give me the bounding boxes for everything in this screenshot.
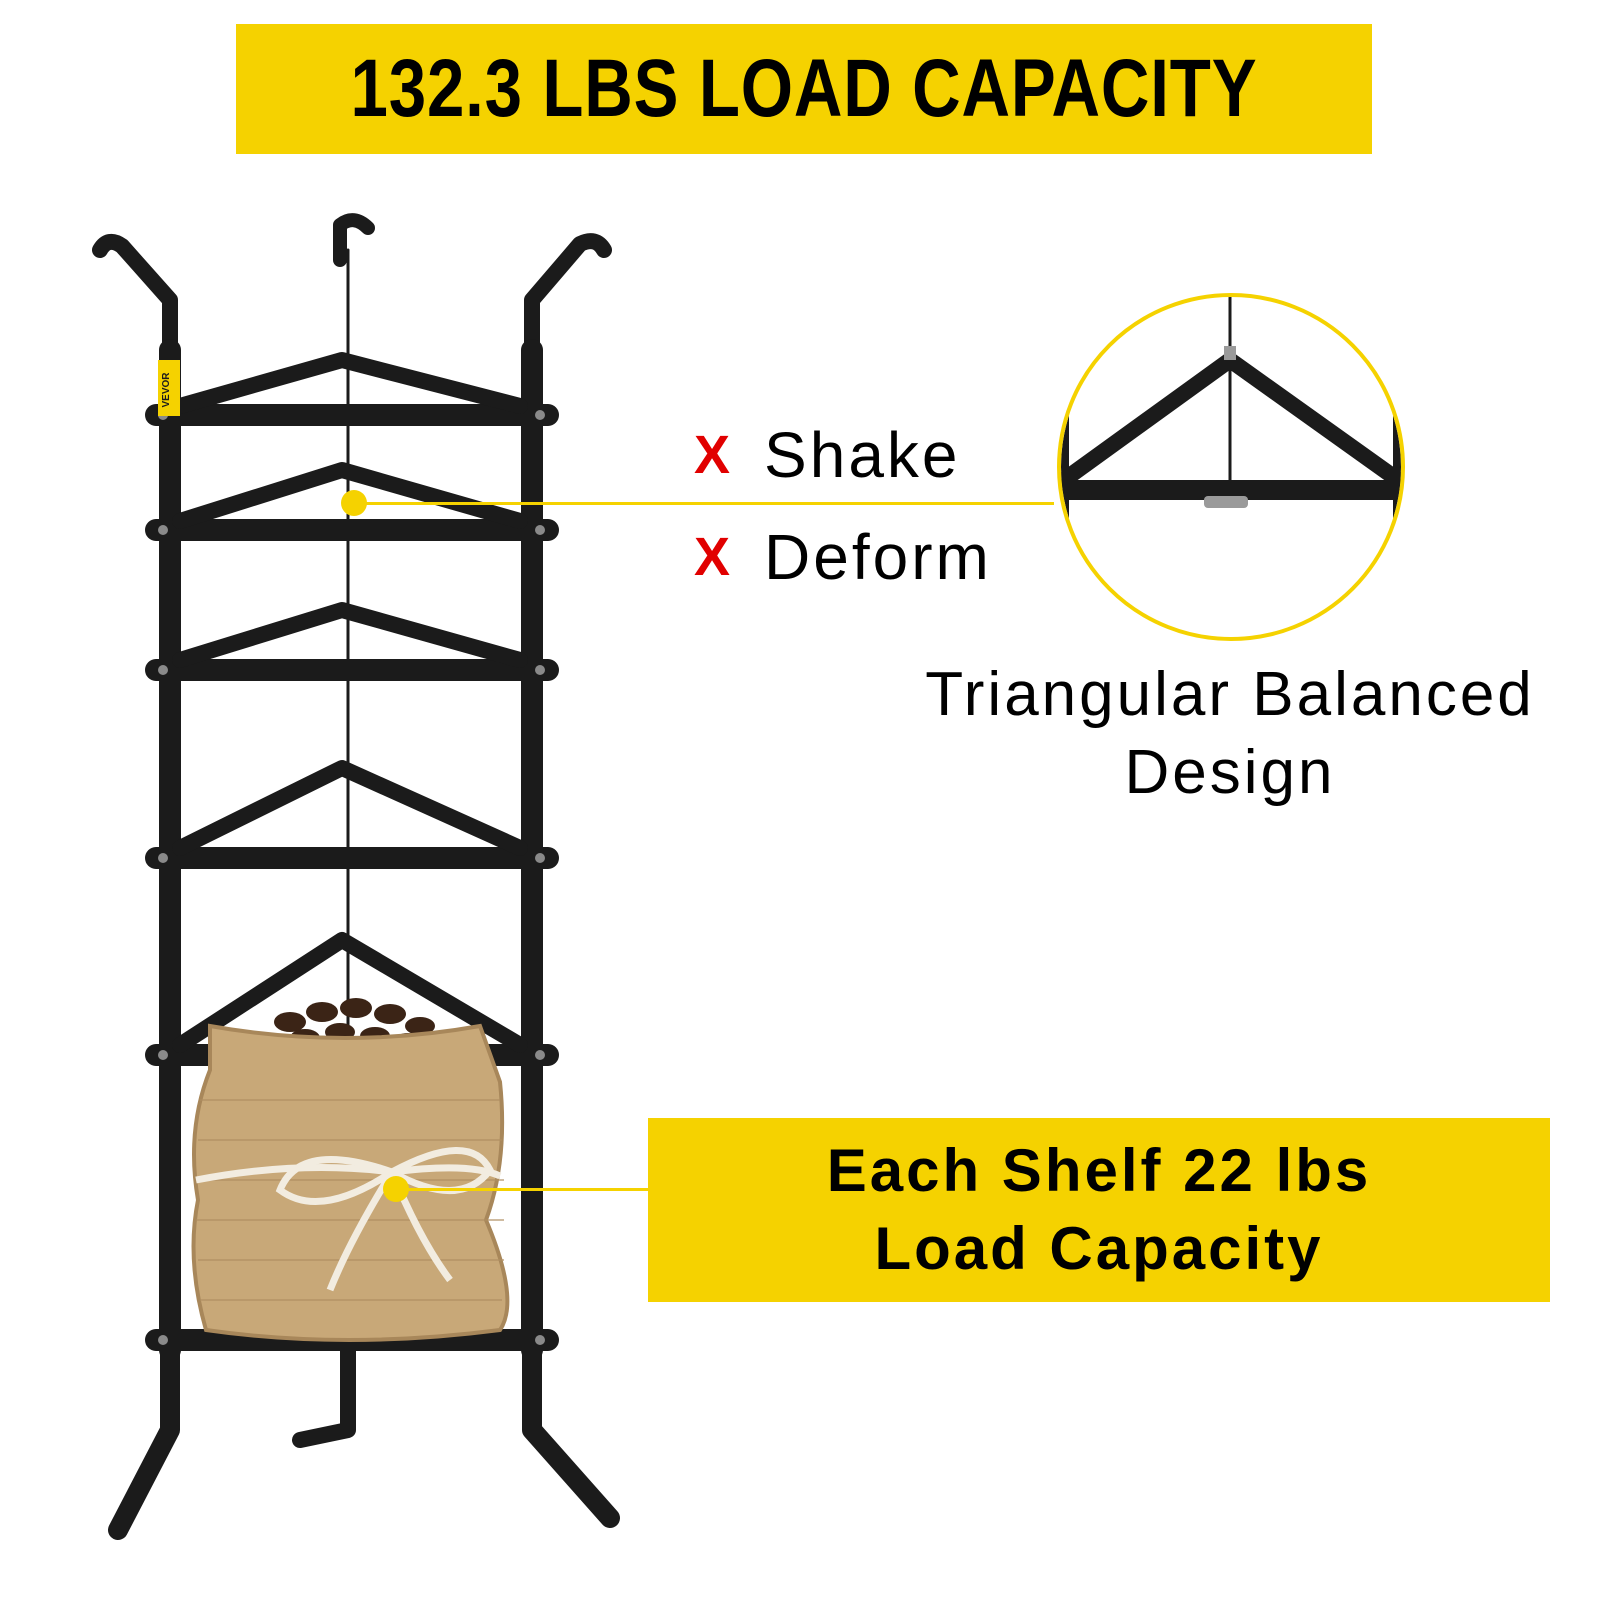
capacity-callout-dot (383, 1176, 409, 1202)
banner-title: 132.3 LBS LOAD CAPACITY (350, 43, 1258, 134)
burlap-sack (191, 1023, 510, 1342)
design-callout-line1: Triangular Balanced (925, 660, 1535, 729)
capacity-callout-line (396, 1188, 650, 1191)
shelf-callout-line (354, 502, 1054, 505)
capacity-callout-text: Each Shelf 22 lbs Load Capacity (827, 1132, 1372, 1288)
design-callout: Triangular Balanced Design (880, 656, 1580, 812)
capacity-callout-line2: Load Capacity (874, 1215, 1324, 1282)
brand-tag: VEVOR (161, 372, 172, 408)
feature-label-shake: Shake (764, 419, 961, 491)
design-callout-line2: Design (1124, 738, 1336, 807)
feature-shake: X Shake (694, 418, 961, 492)
title-banner: 132.3 LBS LOAD CAPACITY (236, 24, 1372, 154)
feature-label-deform: Deform (764, 521, 992, 593)
capacity-callout-box: Each Shelf 22 lbs Load Capacity (648, 1118, 1550, 1302)
shelf-callout-dot (341, 490, 367, 516)
zoom-detail-circle (1057, 293, 1405, 641)
feature-deform: X Deform (694, 520, 992, 594)
capacity-callout-line1: Each Shelf 22 lbs (826, 1137, 1372, 1204)
x-mark-icon: X (694, 425, 731, 485)
rack-illustration: VEVOR (92, 213, 620, 1540)
x-mark-icon: X (694, 527, 731, 587)
